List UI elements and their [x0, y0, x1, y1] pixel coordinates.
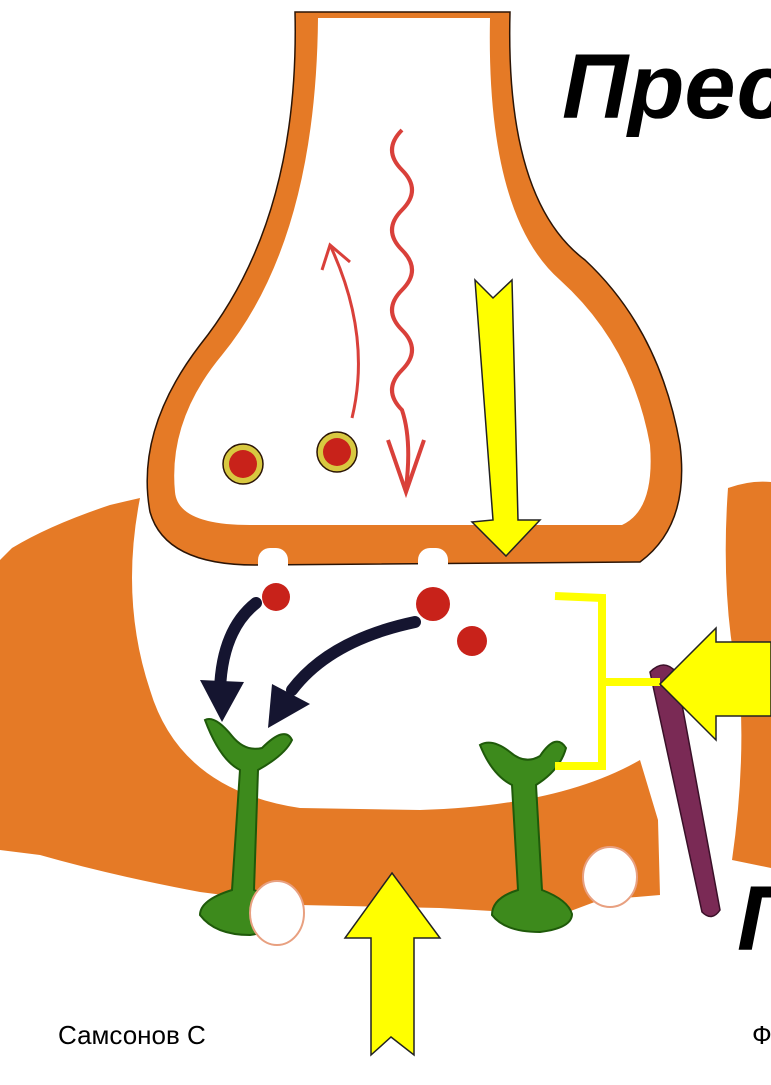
- postsynaptic-title: П: [737, 868, 771, 970]
- dark-curved-arrow-icon: [220, 603, 256, 690]
- presynaptic-title: Прес: [562, 36, 771, 138]
- synaptic-vesicle: [223, 444, 263, 484]
- dark-arrow-head: [200, 680, 244, 722]
- ion-channel-right: [583, 847, 637, 907]
- neurotransmitter: [416, 587, 450, 621]
- footer-fragment: Ф: [752, 1020, 771, 1050]
- release-pore-right: [418, 548, 448, 582]
- cleft-bracket: [555, 596, 660, 766]
- release-pore-left: [258, 548, 288, 582]
- ion-channel-left: [250, 881, 304, 945]
- author-credit: Самсонов С: [58, 1020, 206, 1050]
- synaptic-vesicle: [317, 432, 357, 472]
- neurotransmitter: [457, 626, 487, 656]
- dark-curved-arrow-icon: [292, 622, 415, 690]
- neurotransmitter: [262, 583, 290, 611]
